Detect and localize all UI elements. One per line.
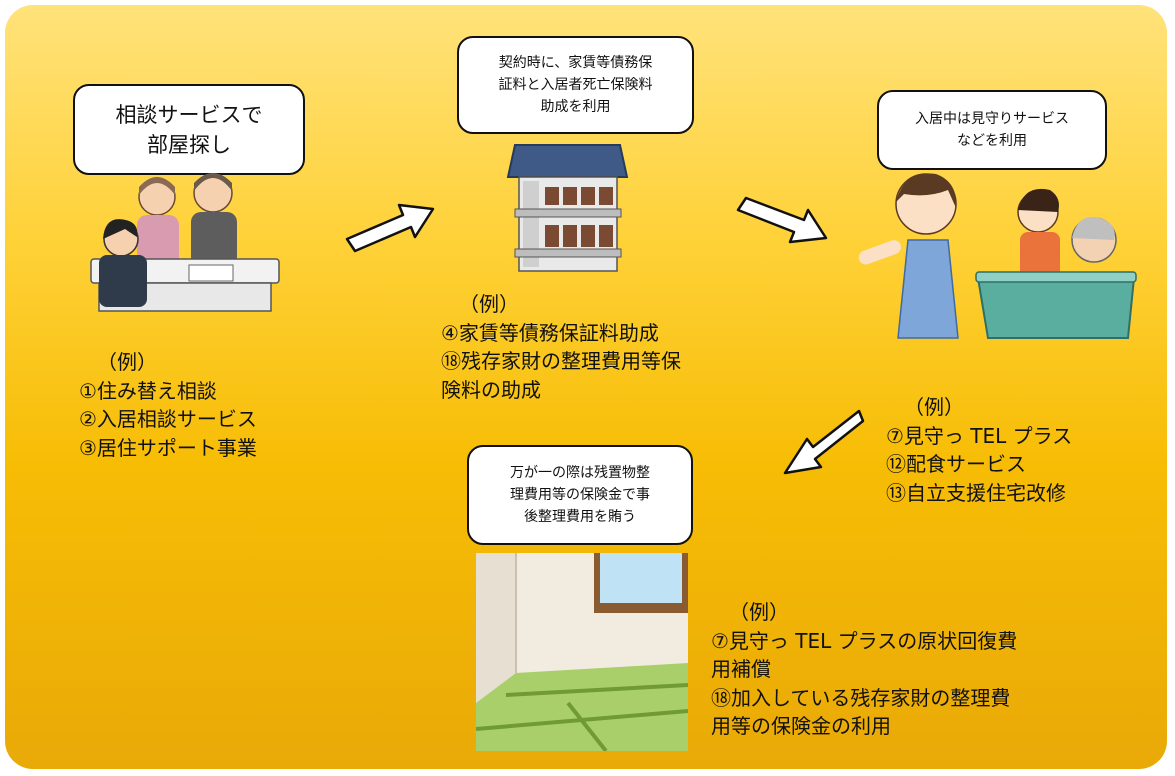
examples-consult: （例） ①住み替え相談 ②入居相談サービス ③居住サポート事業	[79, 348, 257, 462]
example-item: ④家賃等債務保証料助成	[441, 320, 659, 345]
consultation-illustration	[90, 173, 280, 312]
example-label: （例）	[904, 395, 964, 419]
example-label: （例）	[459, 292, 519, 316]
speech-bubble-consult: 相談サービスで 部屋探し	[73, 84, 305, 175]
example-item: ⑫配食サービス	[886, 452, 1026, 476]
flow-panel: 相談サービスで 部屋探し （例） ①住み替え相談 ②入居相談サービス ③居住サポ…	[5, 5, 1167, 769]
speech-bubble-contract: 契約時に、家賃等債務保 証料と入居者死亡保険料 助成を利用	[457, 36, 694, 134]
example-item: ⑱加入している残存家財の整理費	[711, 685, 1011, 710]
example-label: （例）	[729, 600, 789, 624]
example-item: 険料の助成	[441, 377, 541, 402]
examples-contract: （例） ④家賃等債務保証料助成 ⑱残存家財の整理費用等保 険料の助成	[441, 290, 681, 404]
example-item: 用等の保険金の利用	[711, 714, 891, 738]
flow-arrow	[736, 196, 828, 244]
examples-living: （例） ⑦見守っ TEL プラス ⑫配食サービス ⑬自立支援住宅改修	[886, 393, 1072, 507]
example-item: ⑦見守っ TEL プラスの原状回復費	[711, 628, 1018, 653]
example-item: ②入居相談サービス	[79, 407, 257, 431]
example-item: 用補償	[711, 657, 771, 681]
example-item: ①住み替え相談	[79, 378, 217, 403]
flow-arrow	[345, 203, 435, 253]
example-item: ③居住サポート事業	[79, 435, 257, 460]
examples-emergency: （例） ⑦見守っ TEL プラスの原状回復費 用補償 ⑱加入している残存家財の整…	[711, 598, 1017, 741]
caregiver-illustration	[858, 173, 1137, 339]
example-item: ⑦見守っ TEL プラス	[886, 423, 1073, 448]
speech-bubble-emergency: 万が一の際は残置物整 理費用等の保険金で事 後整理費用を賄う	[467, 445, 693, 545]
example-label: （例）	[97, 350, 157, 374]
example-item: ⑬自立支援住宅改修	[886, 480, 1066, 505]
empty-room-illustration	[476, 553, 688, 751]
speech-bubble-living: 入居中は見守りサービス などを利用	[877, 90, 1107, 170]
example-item: ⑱残存家財の整理費用等保	[441, 349, 681, 373]
apartment-illustration	[506, 144, 629, 272]
flow-arrow	[783, 409, 865, 475]
